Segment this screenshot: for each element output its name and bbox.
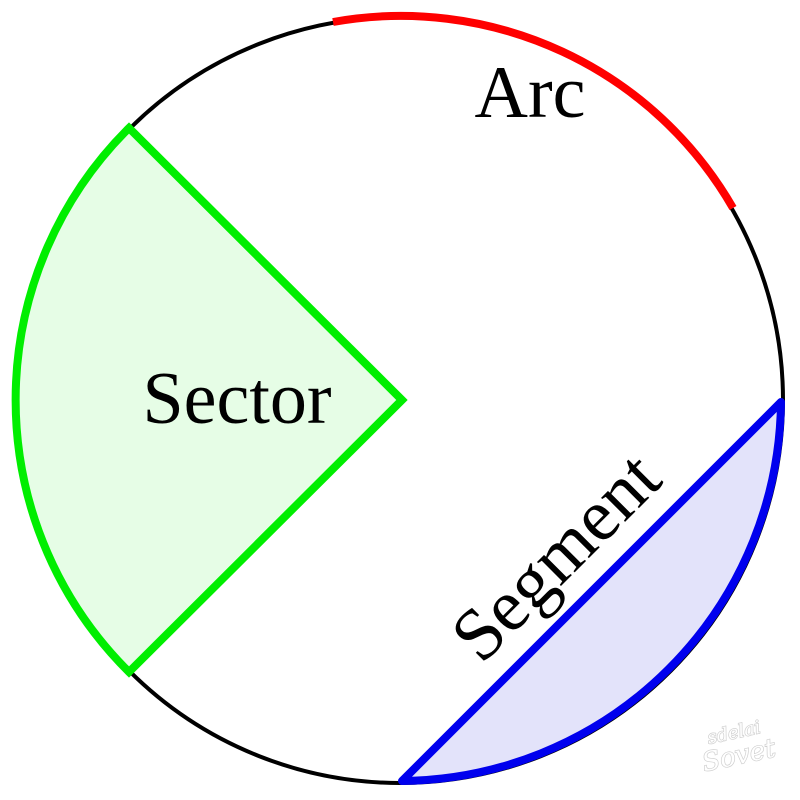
sector-label: Sector	[142, 358, 331, 440]
watermark-logo: sdelai Sovet	[699, 716, 780, 779]
segment-shape	[398, 398, 785, 785]
arc-highlight	[332, 11, 737, 210]
arc-label: Arc	[475, 52, 586, 134]
sector-shape	[11, 122, 408, 678]
